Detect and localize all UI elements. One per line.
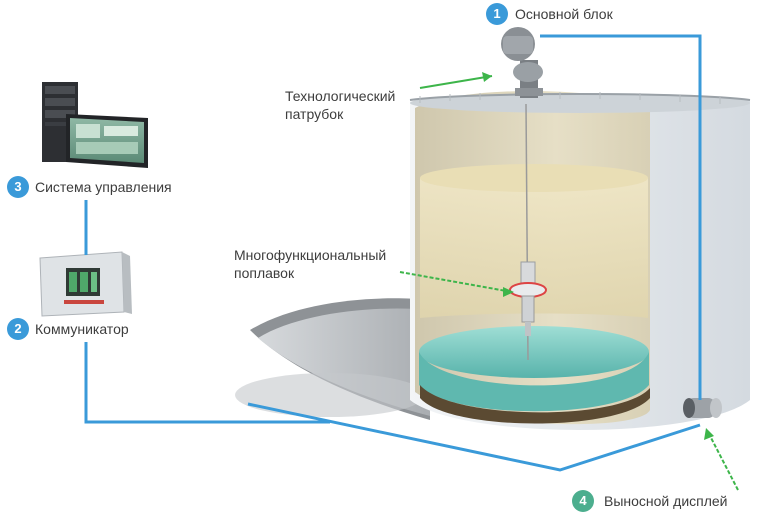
remote-display-device — [683, 398, 722, 418]
monitor-icon — [66, 114, 148, 168]
badge-communicator: 2 — [7, 318, 29, 340]
arrow-float — [399, 271, 513, 293]
label-communicator: Коммуникатор — [35, 321, 129, 337]
liquid-surface — [419, 326, 649, 378]
connection-lines — [84, 34, 702, 472]
label-control-system: Система управления — [35, 179, 172, 195]
badge-remote-display: 4 — [572, 490, 594, 512]
float-sensor — [509, 261, 547, 336]
arrow-display — [707, 431, 739, 491]
line-ground-to-display — [247, 402, 701, 472]
label-float: Многофункциональный поплавок — [234, 247, 387, 281]
label-remote-display: Выносной дисплей — [604, 493, 728, 509]
line-communicator-to-ground — [84, 342, 330, 424]
foundation — [235, 298, 430, 420]
badge-main-unit: 1 — [486, 3, 508, 25]
pointer-arrows — [399, 72, 739, 491]
line-main-to-display — [540, 34, 702, 400]
label-main-unit: Основной блок — [515, 6, 613, 22]
badge-control-system: 3 — [7, 176, 29, 198]
main-unit — [501, 27, 543, 98]
control-cabinet-icon — [39, 251, 132, 317]
label-nozzle: Технологический патрубок — [285, 88, 396, 122]
arrow-nozzle — [419, 75, 493, 89]
tank — [409, 90, 751, 430]
